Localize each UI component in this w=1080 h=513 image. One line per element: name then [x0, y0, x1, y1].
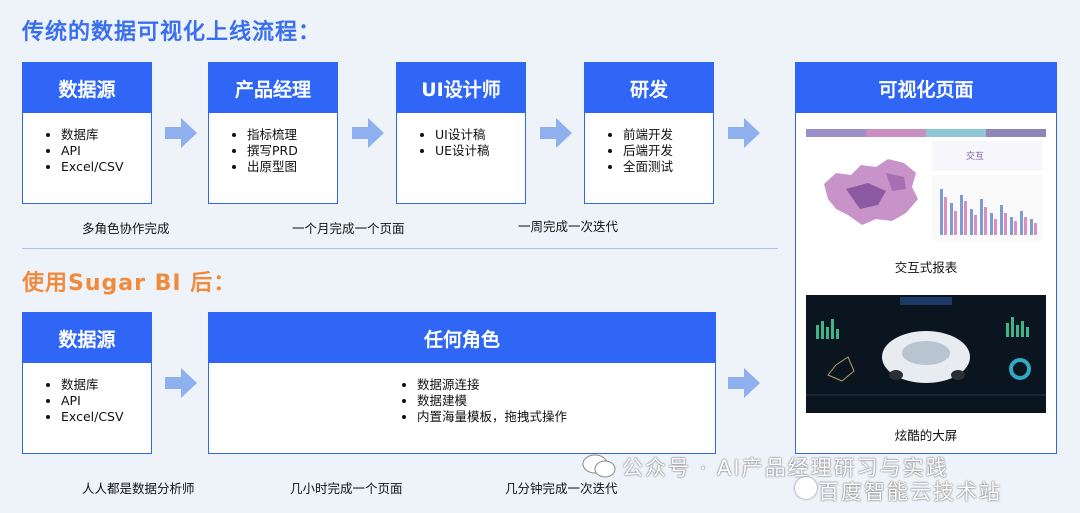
card-ui-designer: UI设计师 UI设计稿 UE设计稿: [396, 62, 526, 204]
list-item: 数据库: [61, 377, 151, 393]
caption-one-month: 一个月完成一个页面: [292, 221, 405, 236]
item-list: 数据库 API Excel/CSV: [23, 377, 151, 425]
thumbnail-caption: 炫酷的大屏: [894, 428, 958, 443]
card-title: 数据源: [23, 63, 151, 113]
arrow-right-icon: [728, 118, 760, 148]
traditional-flow-title: 传统的数据可视化上线流程：: [22, 20, 322, 45]
card-product-manager: 产品经理 指标梳理 撰写PRD 出原型图: [208, 62, 338, 204]
card-title: 研发: [585, 63, 713, 113]
watermark-site: 百度智能云技术站: [818, 480, 1002, 504]
card-development: 研发 前端开发 后端开发 全面测试: [584, 62, 714, 204]
list-item: 全面测试: [623, 159, 713, 175]
item-list: 数据库 API Excel/CSV: [23, 127, 151, 175]
list-item: 出原型图: [247, 159, 337, 175]
item-list: 指标梳理 撰写PRD 出原型图: [209, 127, 337, 175]
caption-few-hours: 几小时完成一个页面: [290, 481, 403, 496]
thumbnail-caption: 交互式报表: [894, 260, 958, 275]
wechat-icon: [582, 454, 616, 478]
item-list: 数据源连接 数据建模 内置海量模板，拖拽式操作: [379, 377, 715, 425]
list-item: API: [61, 143, 151, 159]
arrow-right-icon: [165, 118, 197, 148]
caption-everyone-analyst: 人人都是数据分析师: [82, 481, 195, 496]
dashboard-screen-thumbnail: [806, 295, 1046, 413]
list-item: 指标梳理: [247, 127, 337, 143]
card-title: 任何角色: [209, 313, 715, 363]
panel-title: 可视化页面: [796, 63, 1056, 113]
card-data-source-traditional: 数据源 数据库 API Excel/CSV: [22, 62, 152, 204]
list-item: API: [61, 393, 151, 409]
list-item: 数据库: [61, 127, 151, 143]
list-item: UI设计稿: [435, 127, 525, 143]
arrow-right-icon: [165, 368, 197, 398]
caption-few-minutes: 几分钟完成一次迭代: [505, 481, 618, 496]
list-item: 前端开发: [623, 127, 713, 143]
visualization-page-panel: 可视化页面 交互 交互式报表: [795, 62, 1057, 454]
arrow-right-icon: [728, 368, 760, 398]
list-item: 撰写PRD: [247, 143, 337, 159]
item-list: UI设计稿 UE设计稿: [397, 127, 525, 159]
caption-collaboration: 多角色协作完成: [82, 221, 170, 236]
arrow-right-icon: [352, 118, 384, 148]
sugar-flow-title: 使用Sugar BI 后：: [22, 271, 237, 296]
section-divider: [22, 248, 778, 249]
item-list: 前端开发 后端开发 全面测试: [585, 127, 713, 175]
card-title: 数据源: [23, 313, 151, 363]
list-item: 数据建模: [417, 393, 715, 409]
card-data-source-sugar: 数据源 数据库 API Excel/CSV: [22, 312, 152, 454]
card-title: 产品经理: [209, 63, 337, 113]
list-item: 内置海量模板，拖拽式操作: [417, 409, 715, 425]
caption-one-week: 一周完成一次迭代: [518, 219, 619, 234]
card-title: UI设计师: [397, 63, 525, 113]
list-item: UE设计稿: [435, 143, 525, 159]
interactive-report-thumbnail: 交互: [806, 129, 1046, 245]
list-item: Excel/CSV: [61, 409, 151, 425]
list-item: 后端开发: [623, 143, 713, 159]
arrow-right-icon: [540, 118, 572, 148]
list-item: 数据源连接: [417, 377, 715, 393]
list-item: Excel/CSV: [61, 159, 151, 175]
avatar: [795, 477, 817, 499]
svg-text:交互: 交互: [966, 150, 984, 162]
card-any-role: 任何角色 数据源连接 数据建模 内置海量模板，拖拽式操作: [208, 312, 716, 454]
watermark-account: 公众号 · AI产品经理研习与实践: [622, 456, 949, 480]
